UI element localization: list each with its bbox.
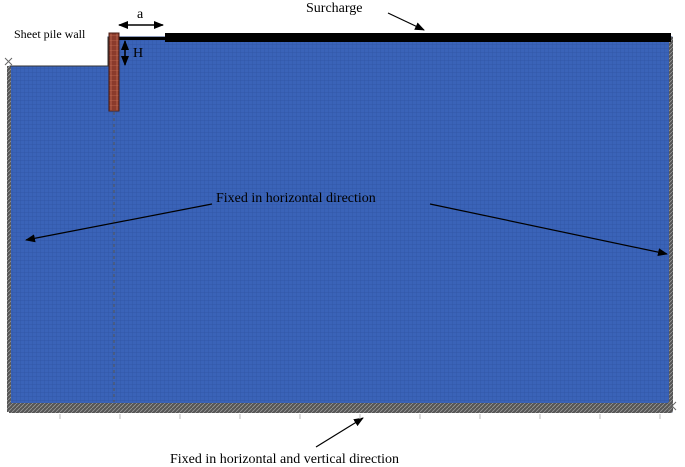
excavation-outline <box>10 37 109 67</box>
sheet-pile-wall-label: Sheet pile wall <box>14 27 86 41</box>
fixed-horizontal-label: Fixed in horizontal direction <box>216 191 376 206</box>
boundary-marker <box>4 57 13 66</box>
bottom-boundary-support <box>9 403 672 413</box>
sheet-pile-wall <box>108 32 120 112</box>
dimension-a-label: a <box>137 7 144 22</box>
surcharge-pointer-arrow <box>387 12 425 31</box>
fixed-both-label: Fixed in horizontal and vertical directi… <box>170 452 399 467</box>
bottom-tick-marks <box>59 414 661 419</box>
right-boundary-support <box>669 37 673 412</box>
boundary-marker <box>667 401 677 411</box>
dimension-H-label: H <box>133 46 143 61</box>
surcharge-label: Surcharge <box>306 1 363 16</box>
surcharge-load <box>165 33 671 42</box>
fixed-both-pointer-arrow <box>315 417 364 448</box>
fixed-horizontal-right-arrow <box>429 203 668 257</box>
fixed-horizontal-left-arrow <box>25 203 213 243</box>
left-boundary-support <box>7 66 11 412</box>
surface-line <box>118 37 166 40</box>
